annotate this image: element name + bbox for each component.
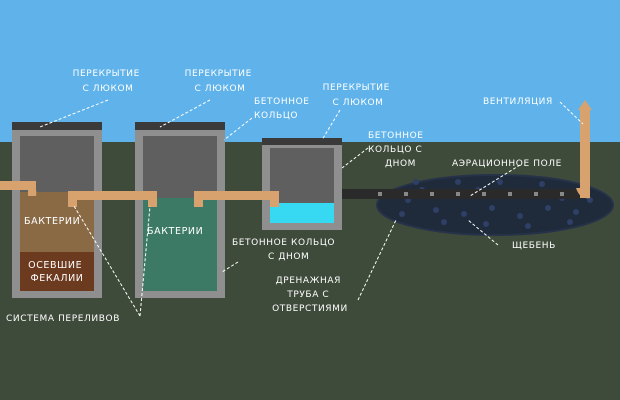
water-layer-2 xyxy=(143,198,217,291)
callout-cover-1 xyxy=(39,99,109,128)
cover-slab-2 xyxy=(135,122,225,130)
tank-3 xyxy=(262,138,342,230)
label-ventilation: ВЕНТИЛЯЦИЯ xyxy=(483,97,553,107)
callout-ventilation xyxy=(559,101,584,125)
label-aeration-field: АЭРАЦИОННОЕ ПОЛЕ xyxy=(452,159,562,169)
callout-cover-3 xyxy=(321,109,341,141)
tank-2 xyxy=(135,122,225,298)
callout-ring-bottom-top xyxy=(341,147,369,169)
callout-gravel xyxy=(467,219,499,246)
label-bacteria-2: БАКТЕРИИ xyxy=(147,226,203,237)
label-concrete-ring-bottom-mid: БЕТОННОЕ КОЛЬЦО С ДНОМ xyxy=(232,238,339,262)
cover-slab-1 xyxy=(12,122,102,130)
tank-1 xyxy=(12,122,102,298)
callout-overflow-1 xyxy=(73,205,141,317)
label-cover-hatch-3: ПЕРЕКРЫТИЕ С ЛЮКОМ xyxy=(323,83,394,108)
label-drainage-pipe: ДРЕНАЖНАЯ ТРУБА С ОТВЕРСТИЯМИ xyxy=(272,276,348,314)
label-overflow-system: СИСТЕМА ПЕРЕЛИВОВ xyxy=(6,314,120,324)
sediment-layer xyxy=(20,252,94,291)
overflow-pipes xyxy=(0,181,279,207)
callout-overflow-2 xyxy=(139,205,151,317)
callout-cover-2 xyxy=(159,99,211,128)
label-concrete-ring-bottom-top: БЕТОННОЕ КОЛЬЦО С ДНОМ xyxy=(368,131,427,169)
sky xyxy=(0,0,620,142)
drainage-pipe xyxy=(326,189,582,199)
ventilation-pipe xyxy=(576,100,592,199)
label-bacteria-1: БАКТЕРИИ xyxy=(24,216,80,227)
callout-ring xyxy=(223,117,253,141)
cover-slab-3 xyxy=(262,138,342,145)
label-cover-hatch-1: ПЕРЕКРЫТИЕ С ЛЮКОМ xyxy=(73,69,144,94)
label-gravel: ЩЕБЕНЬ xyxy=(512,241,556,251)
label-concrete-ring: БЕТОННОЕ КОЛЬЦО xyxy=(254,97,313,121)
aeration-field xyxy=(376,174,614,236)
water-layer-3 xyxy=(270,203,334,223)
label-cover-hatch-2: ПЕРЕКРЫТИЕ С ЛЮКОМ xyxy=(185,69,256,94)
label-sediment: ОСЕВШИЕ ФЕКАЛИИ xyxy=(28,260,86,284)
bacteria-layer-1 xyxy=(20,192,94,252)
callout-ring-bottom-mid xyxy=(221,261,239,273)
